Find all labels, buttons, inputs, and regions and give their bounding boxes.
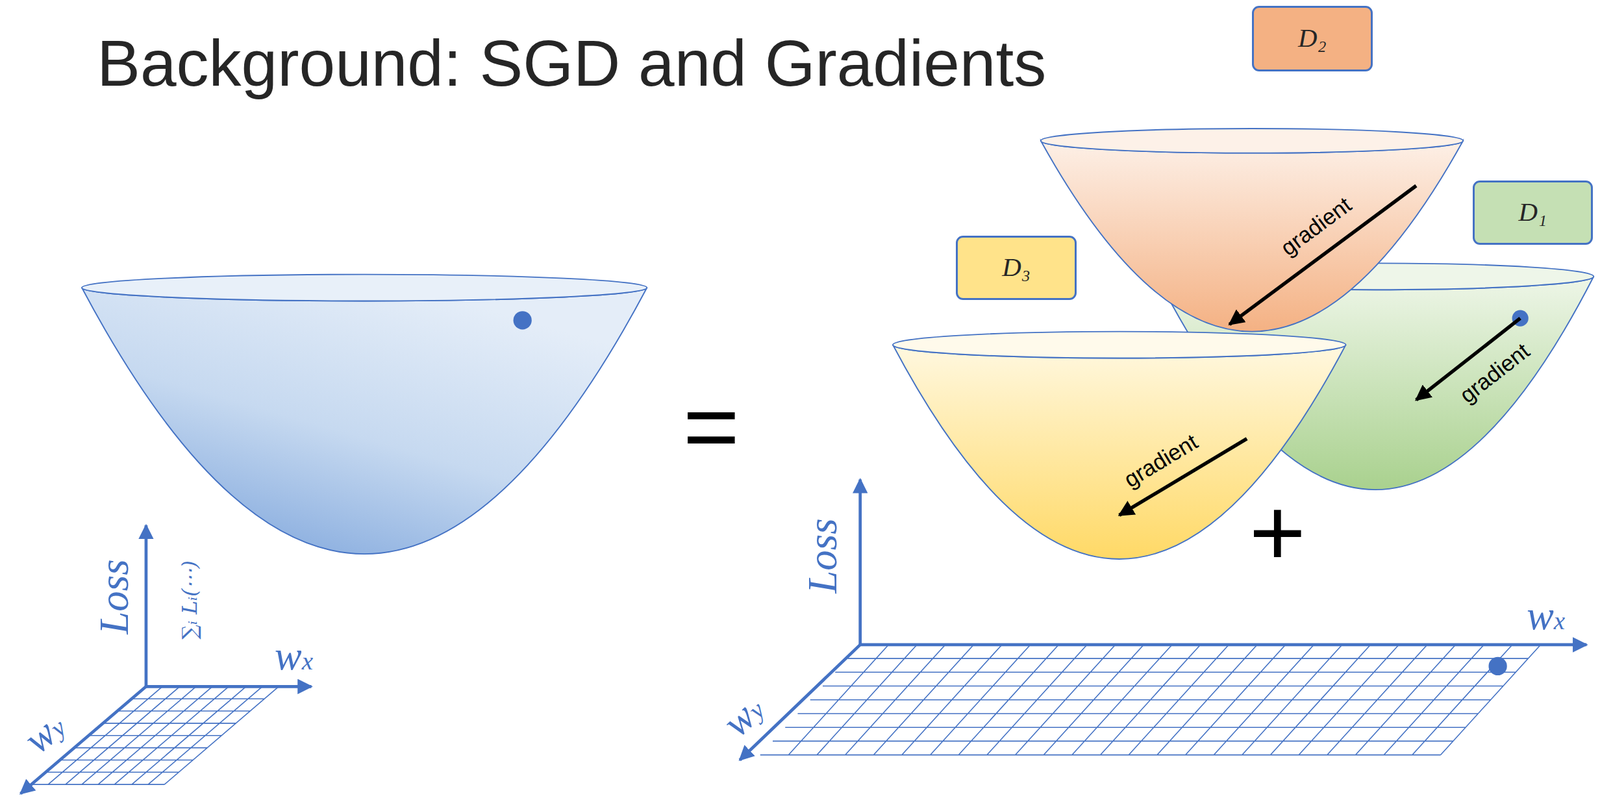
weight-dot [1488, 657, 1507, 676]
equals-sign: = [683, 377, 740, 475]
loss-bowl [1040, 140, 1463, 332]
weight-grid [760, 644, 1541, 756]
gradient-arrow [1229, 185, 1417, 325]
axis-label: Loss [90, 559, 138, 635]
axis-label: wx [274, 633, 313, 680]
dataset-box: D₁ [1472, 180, 1593, 245]
axis-line [146, 685, 312, 689]
axis-line [860, 643, 1588, 647]
bowl-rim [1040, 128, 1463, 154]
bowl-rim [892, 331, 1347, 359]
axis-label: wx [1526, 592, 1565, 639]
axis-line [739, 644, 860, 761]
axis-line [858, 479, 862, 645]
dataset-name: D₂ [1298, 24, 1327, 54]
loss-bowl [81, 287, 647, 554]
axis-formula: ∑ᵢ Lᵢ(⋯) [177, 560, 202, 639]
slide-title: Background: SGD and Gradients [96, 25, 1047, 101]
dataset-name: D₃ [1001, 253, 1031, 283]
dataset-name: D₁ [1518, 198, 1547, 228]
dataset-box: D₃ [955, 235, 1076, 300]
axis-line [144, 525, 149, 687]
weight-dot [513, 311, 532, 330]
axis-label: Loss [798, 518, 846, 594]
dataset-box: D₂ [1251, 5, 1373, 72]
plus-sign: + [1249, 484, 1306, 582]
bowl-rim [81, 274, 647, 302]
